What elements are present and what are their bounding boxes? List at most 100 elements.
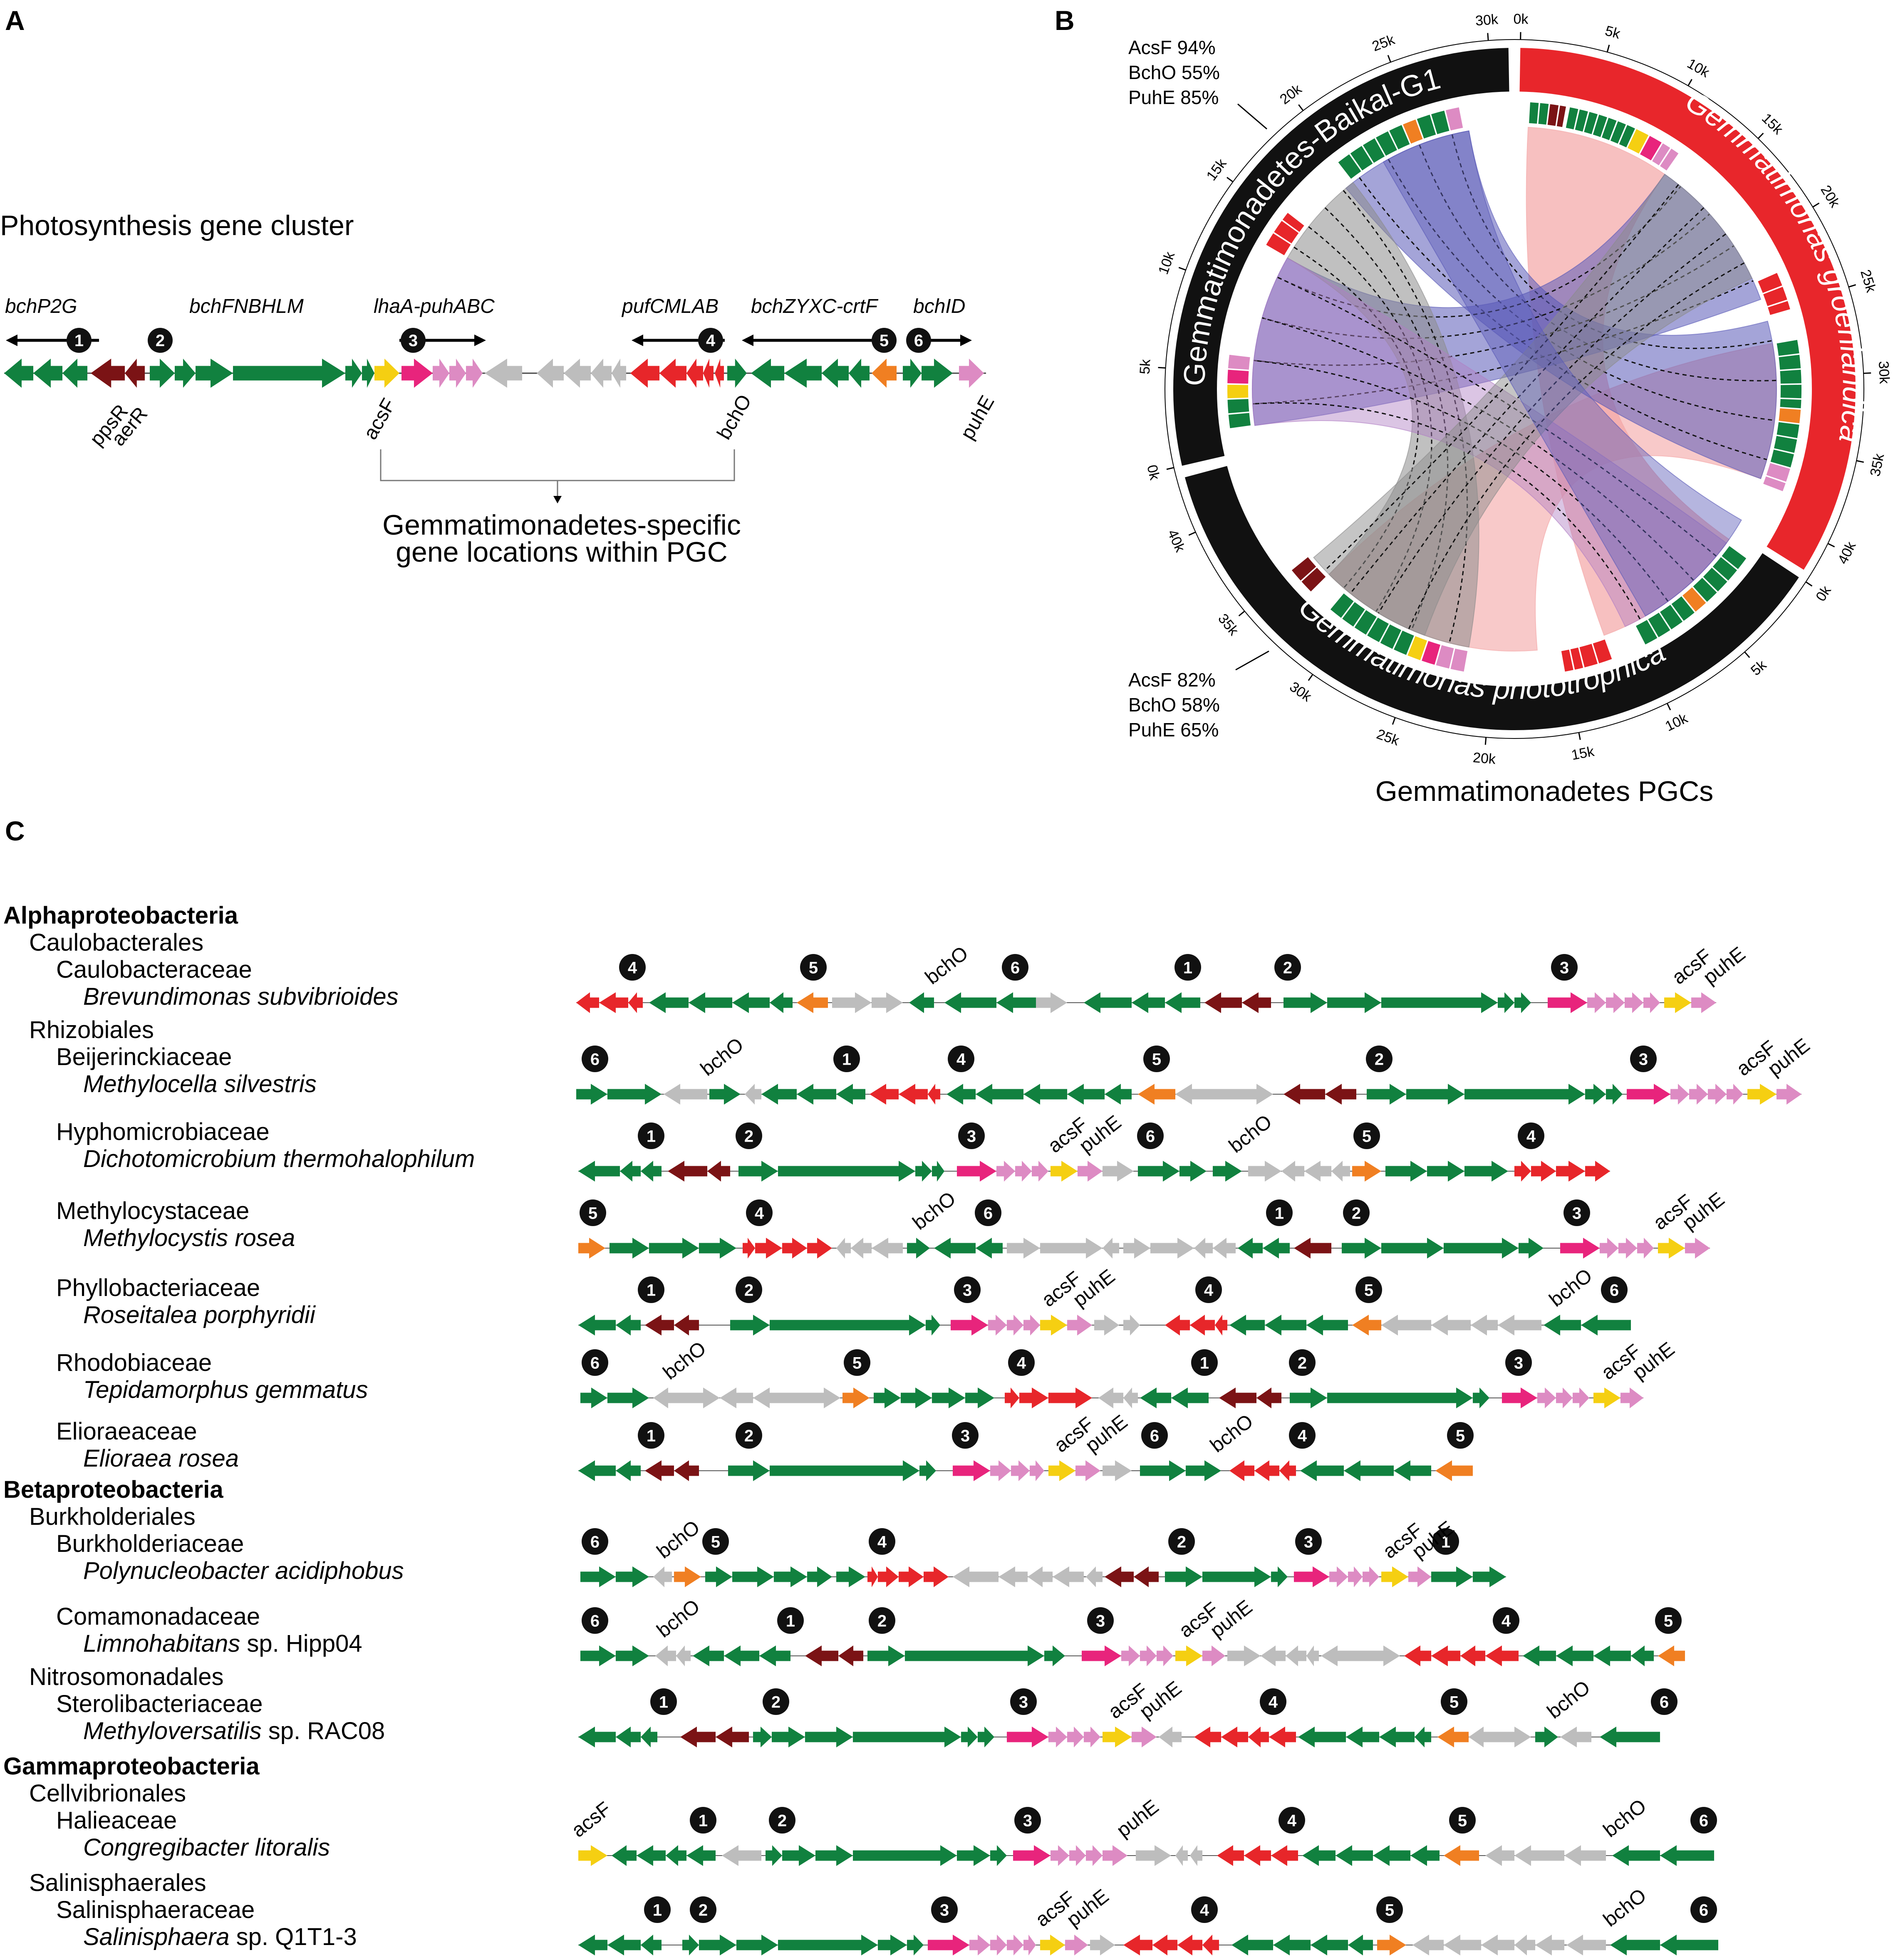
gene-10-0 bbox=[578, 1845, 607, 1866]
gene-3-25 bbox=[1381, 1238, 1444, 1259]
svg-text:1: 1 bbox=[647, 1127, 656, 1145]
gene-1-11 bbox=[947, 1084, 976, 1105]
gene-8-25 bbox=[1431, 1645, 1460, 1666]
gene-8-7 bbox=[805, 1645, 838, 1666]
pgc-gene-31 bbox=[849, 359, 870, 388]
circos-gene-block-49 bbox=[1367, 617, 1389, 642]
svg-text:1: 1 bbox=[1275, 1204, 1284, 1222]
gene-1-27 bbox=[1670, 1084, 1689, 1105]
gene-8-14 bbox=[1140, 1645, 1157, 1666]
circos-gene-block-66 bbox=[1376, 131, 1397, 156]
circos-gene-block-18 bbox=[1768, 301, 1790, 315]
gene-5-7 bbox=[842, 1388, 870, 1408]
gene-5-8 bbox=[874, 1388, 901, 1408]
operon-badge-3: 3 bbox=[952, 1422, 979, 1449]
gene-7-12 bbox=[924, 1566, 949, 1587]
circos-gene-block-59 bbox=[1228, 354, 1250, 370]
svg-text:2: 2 bbox=[1352, 1204, 1361, 1222]
gene-3-10 bbox=[872, 1238, 903, 1259]
svg-text:1: 1 bbox=[699, 1811, 708, 1830]
circos-gene-block-2 bbox=[1538, 103, 1549, 125]
taxon-polynucleobacter-acidiphobus: Polynucleobacter acidiphobus bbox=[83, 1557, 404, 1584]
gene-9-20 bbox=[1248, 1727, 1269, 1747]
operon-badge-5: 5 bbox=[702, 1528, 729, 1555]
circos-gene-block-26 bbox=[1774, 436, 1797, 453]
gene-10-1 bbox=[612, 1845, 637, 1866]
gene-10-17 bbox=[1136, 1845, 1171, 1866]
svg-text:5: 5 bbox=[711, 1533, 720, 1551]
svg-text:1: 1 bbox=[1441, 1533, 1450, 1551]
gene-11-20 bbox=[1202, 1935, 1219, 1955]
taxon-roseitalea-porphyridii: Roseitalea porphyridii bbox=[83, 1301, 316, 1328]
pgc-gene-2 bbox=[33, 359, 62, 388]
panel-b: B 0k5k10k15k20k25k30k35k40k0k5k10k15k20k… bbox=[1055, 5, 1892, 807]
gene-0-16 bbox=[1165, 992, 1200, 1013]
pgc-gene-14 bbox=[433, 359, 449, 388]
gene-8-6 bbox=[759, 1645, 790, 1666]
circos-gene-block-36 bbox=[1660, 605, 1683, 629]
gene-9-11 bbox=[1007, 1727, 1048, 1747]
circos-gene-block-17 bbox=[1763, 287, 1787, 306]
svg-text:5: 5 bbox=[1364, 1281, 1373, 1299]
circos-gene-block-32 bbox=[1703, 567, 1727, 592]
operon-badge-1: 1 bbox=[67, 328, 92, 353]
svg-text:4: 4 bbox=[1502, 1612, 1511, 1630]
tick-groenlandica-30k: 30k bbox=[1876, 361, 1892, 384]
tick-baikal-30k: 30k bbox=[1475, 11, 1499, 29]
gene-0-26 bbox=[1606, 992, 1625, 1013]
gene-3-14 bbox=[1007, 1238, 1040, 1259]
gene-4-5 bbox=[770, 1315, 926, 1336]
gene-9-12 bbox=[1048, 1727, 1067, 1747]
operon-badge-6: 6 bbox=[1690, 1807, 1717, 1834]
svg-text:1: 1 bbox=[647, 1281, 656, 1299]
gene-3-18 bbox=[1150, 1238, 1194, 1259]
identity-top-puhe: PuhE 85% bbox=[1128, 87, 1219, 108]
circos-gene-block-52 bbox=[1330, 593, 1354, 618]
svg-text:3: 3 bbox=[1023, 1811, 1032, 1830]
circos-gene-block-10 bbox=[1610, 121, 1626, 144]
gene-11-15 bbox=[1065, 1935, 1088, 1955]
tick-baikal-5k: 5k bbox=[1137, 358, 1154, 374]
gene-0-20 bbox=[1327, 992, 1381, 1013]
circos-gene-block-50 bbox=[1354, 610, 1377, 635]
circos-gene-block-3 bbox=[1547, 104, 1559, 126]
operon-badge-1: 1 bbox=[833, 1046, 860, 1072]
operon-badge-2: 2 bbox=[1289, 1349, 1316, 1376]
circos-gene-block-9 bbox=[1601, 118, 1617, 140]
operon-badge-3: 3 bbox=[1630, 1046, 1657, 1072]
gene-9-1 bbox=[616, 1727, 641, 1747]
operon-label-bchZYXC-crtF: bchZYXC-crtF bbox=[751, 295, 879, 317]
gene-2-9 bbox=[957, 1161, 996, 1182]
pgc-gene-15 bbox=[449, 359, 466, 388]
gene-4-13 bbox=[1094, 1315, 1119, 1336]
gene-7-21 bbox=[1202, 1566, 1271, 1587]
gene-1-3 bbox=[709, 1084, 741, 1105]
gene-8-10 bbox=[905, 1645, 1044, 1666]
circos-gene-block-40 bbox=[1579, 644, 1598, 668]
svg-text:3: 3 bbox=[409, 332, 418, 350]
taxon-alphaproteobacteria: Alphaproteobacteria bbox=[3, 902, 238, 929]
gene-2-29 bbox=[1556, 1161, 1585, 1182]
operon-badge-3: 3 bbox=[958, 1122, 985, 1149]
svg-text:2: 2 bbox=[1375, 1050, 1384, 1068]
gene-label-puhE: puhE bbox=[1764, 1034, 1814, 1080]
operon-badge-5: 5 bbox=[800, 954, 827, 981]
gene-1-25 bbox=[1606, 1084, 1623, 1105]
gene-2-13 bbox=[1051, 1161, 1078, 1182]
pgc-gene-18 bbox=[537, 359, 564, 388]
operon-badge-6: 6 bbox=[582, 1046, 608, 1072]
identity-bottom-bcho: BchO 58% bbox=[1128, 694, 1220, 716]
circos-gene-block-33 bbox=[1693, 577, 1717, 602]
svg-text:6: 6 bbox=[1150, 1427, 1159, 1445]
circos-gene-block-25 bbox=[1777, 422, 1799, 439]
taxon-elioraeaceae: Elioraeaceae bbox=[56, 1418, 197, 1445]
gene-9-16 bbox=[1132, 1727, 1157, 1747]
gene-11-3 bbox=[682, 1935, 699, 1955]
svg-text:6: 6 bbox=[1699, 1901, 1708, 1919]
svg-text:3: 3 bbox=[1514, 1354, 1523, 1372]
gene-4-19 bbox=[1265, 1315, 1306, 1336]
taxon-methylocystaceae: Methylocystaceae bbox=[56, 1197, 249, 1224]
gene-1-23 bbox=[1464, 1084, 1585, 1105]
gene-11-9 bbox=[928, 1935, 969, 1955]
